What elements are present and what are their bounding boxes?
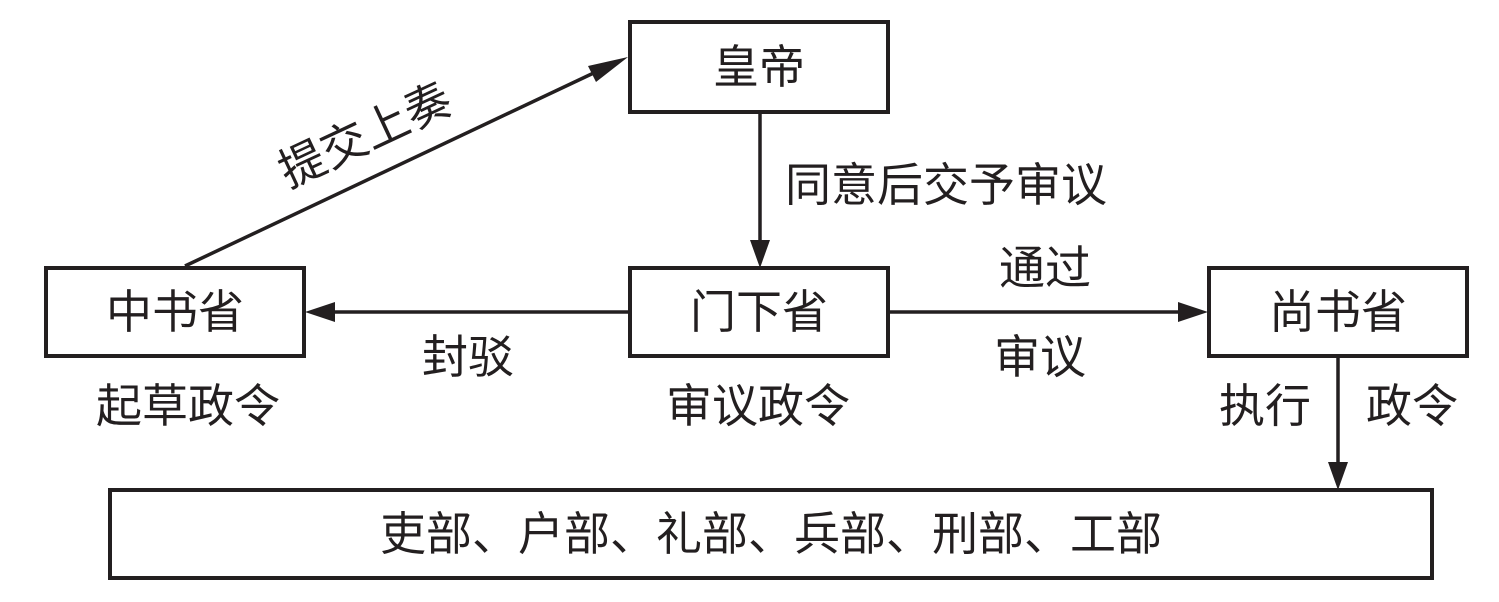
node-zhongshu: 中书省 [44,266,306,358]
node-menxia: 门下省 [628,266,890,358]
role-zhongshu: 起草政令 [96,379,280,433]
arrow-menxia-to-shangshu [888,302,1208,322]
node-menxia-label: 门下省 [690,285,828,339]
edge-label-reject: 封驳 [422,330,514,384]
node-shangshu: 尚书省 [1207,266,1469,358]
edge-label-pass-bottom: 审议 [994,330,1086,384]
node-emperor-label: 皇帝 [713,40,805,94]
node-zhongshu-label: 中书省 [106,285,244,339]
edge-label-exec-right: 政令 [1366,379,1458,433]
arrow-shangshu-to-ministries [1328,357,1348,490]
edge-label-pass-top: 通过 [999,241,1091,295]
node-emperor: 皇帝 [628,20,890,114]
role-menxia: 审议政令 [666,379,850,433]
node-six-ministries-label: 吏部、户部、礼部、兵部、刑部、工部 [380,507,1162,561]
arrow-zhongshu-to-emperor [184,57,628,268]
edge-label-approve: 同意后交予审议 [785,158,1107,212]
arrow-emperor-to-menxia [750,113,770,268]
edge-label-exec-left: 执行 [1219,379,1311,433]
node-shangshu-label: 尚书省 [1269,285,1407,339]
arrow-menxia-to-zhongshu [305,302,628,322]
node-six-ministries: 吏部、户部、礼部、兵部、刑部、工部 [108,488,1434,580]
